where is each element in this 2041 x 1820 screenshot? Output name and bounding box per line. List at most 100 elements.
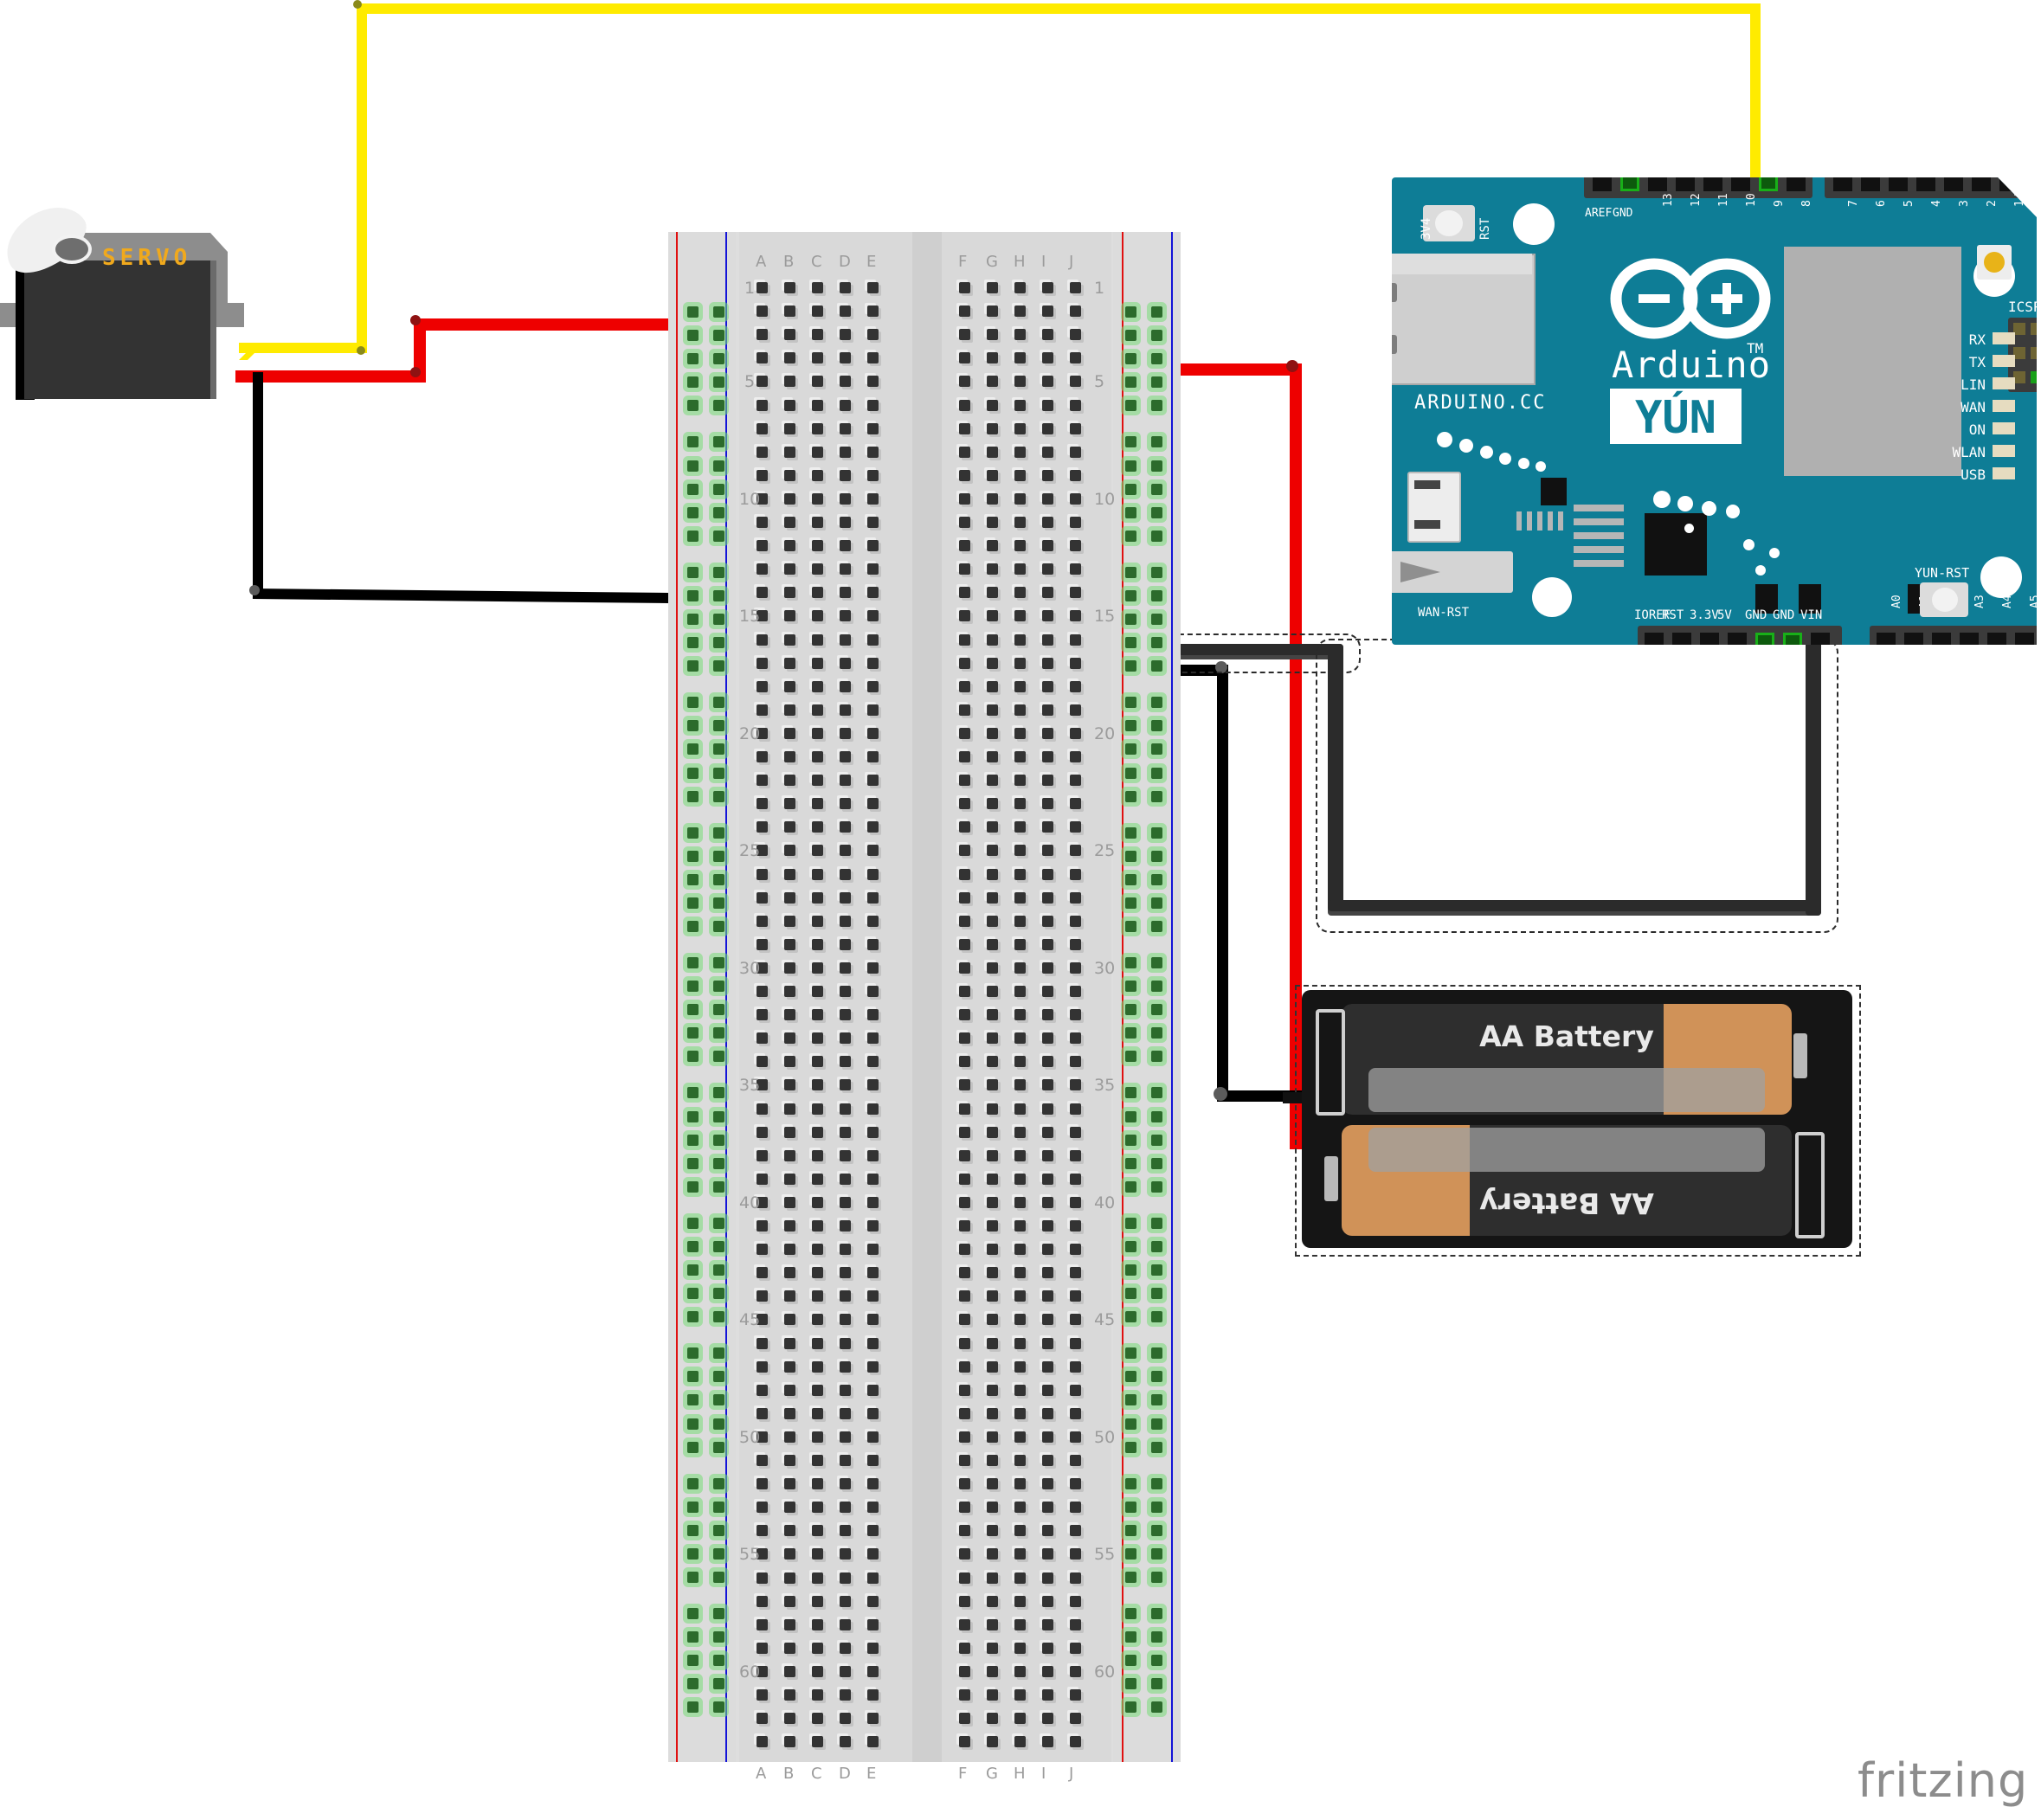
breadboard-power-hole[interactable] <box>713 743 724 756</box>
breadboard-hole[interactable] <box>1070 845 1081 857</box>
breadboard-power-hole[interactable] <box>687 1701 699 1714</box>
breadboard-hole[interactable] <box>840 1689 851 1701</box>
breadboard-power-hole[interactable] <box>713 1311 724 1323</box>
digital-pin-0-RX[interactable] <box>2027 177 2037 191</box>
breadboard-hole[interactable] <box>867 891 879 904</box>
breadboard-hole[interactable] <box>1070 329 1081 341</box>
breadboard-hole[interactable] <box>1014 540 1026 552</box>
breadboard-power-hole[interactable] <box>713 1288 724 1300</box>
breadboard-hole[interactable] <box>959 1103 970 1115</box>
breadboard-power-hole[interactable] <box>1125 1240 1136 1252</box>
breadboard-hole[interactable] <box>757 986 768 997</box>
wire-battery-negative-seg-v[interactable] <box>1217 665 1228 1101</box>
breadboard-power-hole[interactable] <box>1125 1004 1136 1016</box>
breadboard-hole[interactable] <box>1070 798 1081 810</box>
breadboard-hole[interactable] <box>959 540 970 552</box>
breadboard-power-hole[interactable] <box>1125 460 1136 472</box>
breadboard-hole[interactable] <box>959 1595 970 1607</box>
breadboard-hole[interactable] <box>757 727 768 739</box>
breadboard-hole[interactable] <box>867 492 879 505</box>
breadboard-power-hole[interactable] <box>1125 589 1136 601</box>
breadboard-power-hole[interactable] <box>713 1264 724 1277</box>
breadboard-hole[interactable] <box>1014 1337 1026 1349</box>
breadboard-hole[interactable] <box>784 1032 795 1045</box>
breadboard-hole[interactable] <box>959 1149 970 1161</box>
breadboard-hole[interactable] <box>1042 727 1053 739</box>
breadboard-hole[interactable] <box>812 492 823 505</box>
breadboard-power-hole[interactable] <box>687 589 699 601</box>
breadboard-hole[interactable] <box>840 1455 851 1466</box>
breadboard-hole[interactable] <box>1042 1713 1053 1725</box>
breadboard-hole[interactable] <box>1042 1079 1053 1091</box>
breadboard-power-hole[interactable] <box>1151 1371 1162 1383</box>
breadboard-hole[interactable] <box>959 1618 970 1630</box>
breadboard-power-hole[interactable] <box>713 957 724 969</box>
breadboard-power-hole[interactable] <box>1151 767 1162 779</box>
breadboard-power-hole[interactable] <box>1125 400 1136 412</box>
breadboard-power-hole[interactable] <box>1151 743 1162 756</box>
breadboard-hole[interactable] <box>959 376 970 388</box>
breadboard-hole[interactable] <box>784 1009 795 1021</box>
servo-motor[interactable]: SERVO <box>0 193 251 415</box>
breadboard-hole[interactable] <box>867 1244 879 1256</box>
breadboard-hole[interactable] <box>812 1103 823 1115</box>
breadboard-hole[interactable] <box>1042 540 1053 552</box>
breadboard-hole[interactable] <box>784 727 795 739</box>
breadboard-hole[interactable] <box>959 727 970 739</box>
breadboard-hole[interactable] <box>867 1713 879 1725</box>
breadboard-power-hole[interactable] <box>1151 1418 1162 1430</box>
breadboard-hole[interactable] <box>959 633 970 646</box>
breadboard-hole[interactable] <box>867 587 879 599</box>
breadboard-hole[interactable] <box>812 1736 823 1748</box>
breadboard-power-hole[interactable] <box>687 376 699 389</box>
breadboard-hole[interactable] <box>867 961 879 974</box>
breadboard-hole[interactable] <box>987 986 998 997</box>
breadboard-hole[interactable] <box>1014 587 1026 599</box>
breadboard-hole[interactable] <box>840 1478 851 1490</box>
breadboard-power-hole[interactable] <box>1151 981 1162 993</box>
breadboard-hole[interactable] <box>757 446 768 458</box>
breadboard-hole[interactable] <box>867 469 879 481</box>
breadboard-hole[interactable] <box>784 986 795 997</box>
breadboard-power-hole[interactable] <box>1125 1547 1136 1560</box>
breadboard-hole[interactable] <box>1014 1126 1026 1138</box>
breadboard-hole[interactable] <box>1042 1103 1053 1115</box>
breadboard-power-hole[interactable] <box>687 306 699 318</box>
breadboard-hole[interactable] <box>840 938 851 950</box>
breadboard-hole[interactable] <box>784 704 795 716</box>
breadboard-hole[interactable] <box>1070 1009 1081 1021</box>
breadboard-hole[interactable] <box>1070 352 1081 364</box>
breadboard-hole[interactable] <box>1014 1244 1026 1256</box>
breadboard-hole[interactable] <box>784 1618 795 1630</box>
analog-pin-A1[interactable] <box>1904 633 1923 645</box>
breadboard-hole[interactable] <box>1070 961 1081 974</box>
breadboard-hole[interactable] <box>959 1713 970 1725</box>
breadboard-power-hole[interactable] <box>1151 376 1162 389</box>
breadboard-hole[interactable] <box>867 305 879 318</box>
breadboard-hole[interactable] <box>1014 1595 1026 1607</box>
breadboard-hole[interactable] <box>812 610 823 622</box>
breadboard-power-hole[interactable] <box>1125 743 1136 756</box>
breadboard-hole[interactable] <box>867 1079 879 1091</box>
breadboard-hole[interactable] <box>1070 1407 1081 1419</box>
breadboard-power-hole[interactable] <box>1125 1608 1136 1620</box>
breadboard-power-hole[interactable] <box>713 660 724 672</box>
breadboard-hole[interactable] <box>812 517 823 528</box>
breadboard-power-hole[interactable] <box>687 353 699 365</box>
breadboard-power-hole[interactable] <box>713 1180 724 1193</box>
breadboard-hole[interactable] <box>1014 1290 1026 1302</box>
breadboard-hole[interactable] <box>1014 938 1026 950</box>
breadboard-hole[interactable] <box>1070 1173 1081 1185</box>
breadboard-hole[interactable] <box>867 680 879 692</box>
breadboard-hole[interactable] <box>784 1525 795 1537</box>
breadboard-power-hole[interactable] <box>1125 1572 1136 1584</box>
wire-arduino-ground-seg-h-bottom[interactable] <box>1328 900 1821 916</box>
breadboard-hole[interactable] <box>1070 868 1081 880</box>
breadboard-hole[interactable] <box>1042 938 1053 950</box>
digital-pin-9[interactable] <box>1759 177 1778 191</box>
breadboard-power-hole[interactable] <box>1151 530 1162 542</box>
breadboard-hole[interactable] <box>1014 446 1026 458</box>
breadboard-hole[interactable] <box>1042 1360 1053 1373</box>
breadboard-hole[interactable] <box>757 422 768 434</box>
